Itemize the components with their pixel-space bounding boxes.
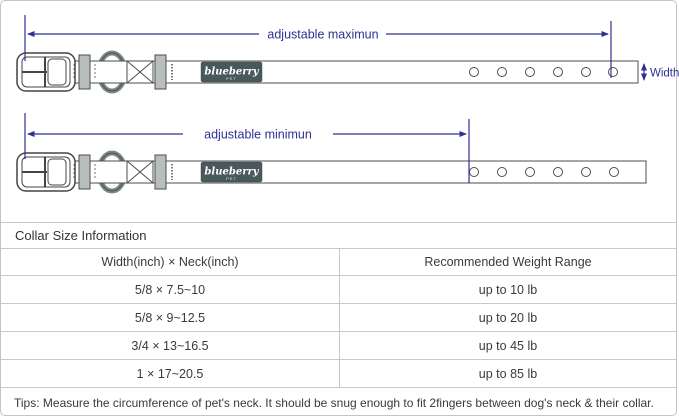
- stitch-box: [126, 60, 154, 84]
- keeper: [78, 154, 91, 190]
- collar-holes: [469, 167, 619, 177]
- brand-patch: blueberry PET: [200, 161, 263, 183]
- table-row: 3/4 × 13~16.5 up to 45 lb: [1, 332, 676, 360]
- brand-sub: PET: [226, 76, 237, 81]
- brand-sub: PET: [226, 176, 237, 181]
- width-label: Width: [650, 68, 679, 80]
- size-cell: 5/8 × 7.5~10: [1, 276, 340, 303]
- dimension-min: [24, 113, 470, 183]
- brand-name: blueberry: [204, 167, 259, 178]
- collar-holes: [469, 67, 618, 77]
- brand-name: blueberry: [204, 67, 259, 78]
- brand-patch: blueberry PET: [200, 61, 263, 83]
- table-tips: Tips: Measure the circumference of pet's…: [14, 395, 654, 410]
- column-header-size: Width(inch) × Neck(inch): [1, 249, 340, 275]
- keeper: [78, 54, 91, 90]
- size-cell: 5/8 × 9~12.5: [1, 304, 340, 331]
- dimension-max: [24, 15, 612, 78]
- collar-diagram-svg: blueberry PET adjustable maximun: [16, 15, 679, 194]
- weight-cell: up to 85 lb: [478, 366, 538, 381]
- stitch-box: [126, 160, 154, 184]
- table-header-row: Width(inch) × Neck(inch) Recommended Wei…: [1, 249, 676, 276]
- weight-cell: up to 10 lb: [478, 282, 538, 297]
- table-row: 5/8 × 9~12.5 up to 20 lb: [1, 304, 676, 332]
- weight-cell: up to 45 lb: [478, 338, 538, 353]
- buckle: [16, 52, 76, 92]
- collar-bottom: blueberry PET adjustable minimun: [16, 113, 647, 194]
- size-table: Collar Size Information Width(inch) × Ne…: [1, 222, 676, 417]
- table-row: 1 × 17~20.5 up to 85 lb: [1, 360, 676, 388]
- collar-diagram: blueberry PET adjustable maximun: [1, 1, 679, 222]
- adjustable-minimum-label: adjustable minimun: [204, 128, 312, 142]
- keeper: [154, 54, 167, 90]
- keeper: [154, 154, 167, 190]
- adjustable-maximum-label: adjustable maximun: [267, 28, 378, 42]
- column-header-weight: Recommended Weight Range: [424, 255, 592, 269]
- table-row: 5/8 × 7.5~10 up to 10 lb: [1, 276, 676, 304]
- weight-cell: up to 20 lb: [478, 310, 538, 325]
- collar-top: blueberry PET adjustable maximun: [16, 15, 679, 94]
- table-title: Collar Size Information: [1, 223, 676, 249]
- size-cell: 3/4 × 13~16.5: [1, 332, 340, 359]
- size-cell: 1 × 17~20.5: [1, 360, 340, 387]
- buckle: [16, 152, 76, 192]
